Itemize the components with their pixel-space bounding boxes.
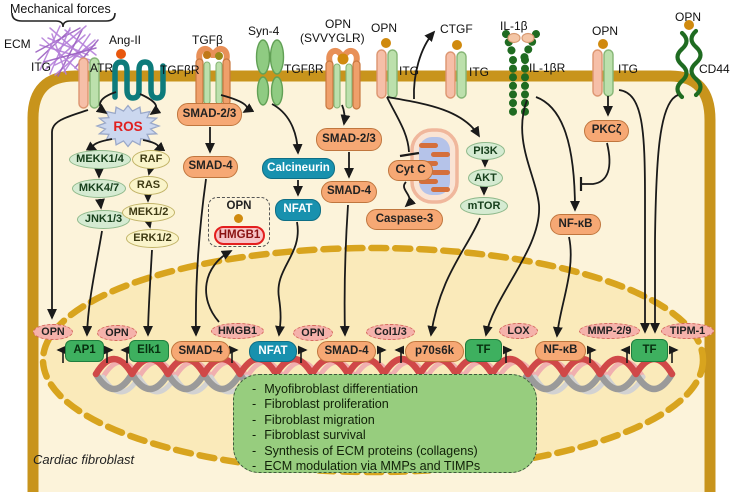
mekk14-node: MEKK1/4 (69, 150, 131, 169)
cd44-receptor-icon (675, 20, 703, 100)
ras-node: RAS (129, 176, 168, 195)
mmp29-gene-label: MMP-2/9 (579, 323, 640, 339)
opn-ligand-dot (381, 38, 391, 48)
outcome-item: -Myofibroblast differentiation (252, 382, 418, 396)
hmgb1-gene-label: HMGB1 (211, 323, 264, 339)
nfkb-cytoplasm-node: NF-κB (550, 214, 601, 235)
cytc-node: Cyt C (388, 160, 433, 181)
opn-ligand-dot (598, 39, 608, 49)
cd44-label: CD44 (699, 62, 730, 76)
transcription-arrows (56, 345, 679, 363)
il1b-ligand-dot (507, 32, 521, 44)
il1br-label: IL-1βR (529, 61, 566, 75)
ros-starburst-icon (95, 104, 161, 148)
tf1-node: TF (465, 339, 502, 362)
opn-svvyglr-label-line2: (SVVYGLR) (300, 31, 365, 45)
lox-gene-label: LOX (499, 323, 538, 339)
smad4-left-node: SMAD-4 (183, 156, 238, 178)
atr-label: ATR (90, 61, 114, 75)
il1b-ligand-dot (521, 32, 535, 44)
ap1-node: AP1 (65, 340, 104, 362)
smad23-mid-node: SMAD-2/3 (316, 128, 382, 151)
atr-receptor-icon (112, 49, 166, 101)
signaling-arrows (47, 30, 679, 338)
opn-complex-label: OPN (226, 200, 252, 212)
opn6-label: OPN (675, 10, 702, 24)
itg5-label: ITG (618, 62, 638, 76)
smad4-nucleus2-node: SMAD-4 (317, 341, 376, 362)
tgfb-label: TGFβ (192, 33, 223, 47)
jnk13-node: JNK1/3 (77, 210, 130, 229)
caspase3-node: Caspase-3 (366, 209, 443, 230)
smad4-mid-node: SMAD-4 (321, 181, 377, 203)
ctgf-label: CTGF (440, 22, 473, 36)
tipm1-gene-label: TIPM-1 (661, 323, 714, 339)
opn-gene3-label: OPN (293, 325, 333, 341)
il1b-label: IL-1β (500, 19, 528, 33)
outcome-item: -Synthesis of ECM proteins (collagens) (252, 443, 478, 458)
outcome-item: -Fibroblast survival (252, 428, 366, 443)
ctgf-ligand-dot (452, 40, 462, 50)
nfat-cytoplasm-node: NFAT (275, 199, 321, 221)
akt-node: AKT (468, 169, 503, 187)
cardiac-fibroblast-label: Cardiac fibroblast (33, 452, 135, 467)
smad4-nucleus1-node: SMAD-4 (171, 341, 230, 362)
tgfbr1-label: TGFβR (160, 63, 200, 77)
elk1-node: Elk1 (129, 340, 169, 362)
nfkb-nucleus-node: NF-κB (535, 341, 586, 361)
tf2-node: TF (631, 339, 668, 362)
mek12-node: MEK1/2 (122, 203, 175, 222)
ecm-label: ECM (4, 37, 31, 51)
mkk47-node: MKK4/7 (72, 179, 126, 198)
ang-ii-ligand-dot (116, 49, 126, 59)
smad23-left-node: SMAD-2/3 (177, 103, 242, 126)
itg4-label: ITG (469, 65, 489, 79)
tgfbr2-label: TGFβR (284, 62, 324, 76)
tgfbr-receptor-2-opn-icon (325, 47, 361, 110)
outcome-item: -Fibroblast migration (252, 412, 375, 427)
itg-receptor-1-icon (78, 57, 100, 109)
erk12-node: ERK1/2 (126, 229, 179, 248)
outcome-item: -ECM modulation via MMPs and TIMPs (252, 459, 481, 474)
hmgb1-cytoplasm-node: HMGB1 (214, 226, 265, 245)
opn-svvyglr-label-line1: OPN (325, 17, 352, 31)
ros-node: ROS (113, 118, 143, 134)
itg3-label: ITG (399, 64, 419, 78)
itg-receptor-3-icon (376, 38, 398, 99)
itg1-label: ITG (31, 60, 51, 74)
nfat-nucleus-node: NFAT (249, 341, 297, 362)
raf-node: RAF (132, 150, 170, 169)
opn-ligand-dot (337, 53, 349, 65)
itg-receptor-4-icon (445, 40, 467, 99)
p70s6k-node: p70s6k (405, 341, 464, 362)
col13-gene-label: Col1/3 (366, 324, 415, 340)
mechanical-forces-label: Mechanical forces (10, 2, 111, 16)
ang-ii-label: Ang-II (109, 33, 142, 47)
opn5-label: OPN (592, 24, 619, 38)
outcome-item: -Fibroblast proliferation (252, 397, 389, 412)
opn-ligand-dot (684, 20, 694, 30)
calcineurin-node: Calcineurin (262, 158, 335, 179)
mtor-node: mTOR (460, 197, 508, 215)
opn3-label: OPN (371, 21, 398, 35)
outcomes-box: -Myofibroblast differentiation -Fibrobla… (233, 374, 537, 473)
pi3k-node: PI3K (466, 142, 505, 160)
mechanical-forces-brace (11, 12, 116, 28)
opn-dot (234, 214, 243, 223)
opn-gene1-label: OPN (33, 324, 73, 340)
opn-gene2-label: OPN (97, 325, 137, 341)
syn4-receptor-icon (255, 39, 285, 106)
pkcz-node: PKCζ (584, 120, 629, 142)
tgfbr-receptor-1-icon (195, 45, 231, 106)
syn4-label: Syn-4 (248, 24, 280, 38)
